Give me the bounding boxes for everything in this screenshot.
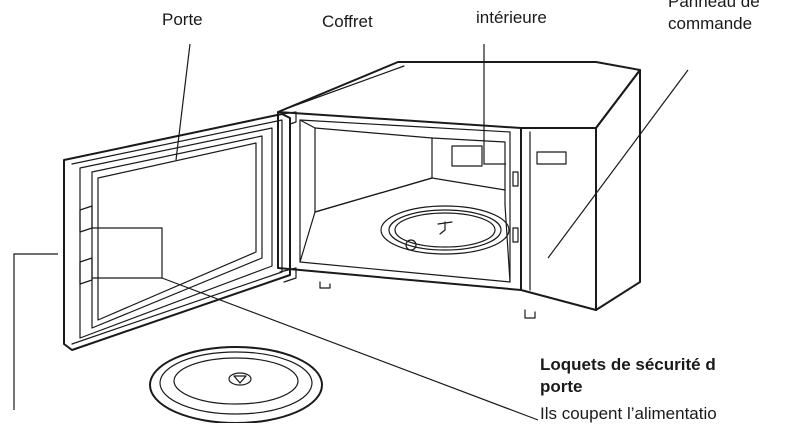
- turntable-tray-icon: [149, 346, 323, 423]
- leader-lines: [13, 43, 689, 421]
- door-outline: [63, 111, 297, 351]
- interior-light-label: intérieure: [476, 8, 547, 27]
- door-label: Porte: [162, 10, 203, 29]
- oven-cavity: [299, 119, 567, 283]
- cavity-turntable: [380, 205, 510, 255]
- latches-title-line2: porte: [540, 377, 583, 396]
- cabinet-outline: [277, 61, 641, 319]
- cabinet-label: Coffret: [322, 12, 373, 31]
- latches-description: Ils coupent l’alimentatio: [540, 404, 717, 423]
- control-panel-label-line2: commande: [668, 14, 753, 33]
- control-panel-label-line1: Panneau de: [668, 0, 760, 11]
- latches-title-line1: Loquets de sécurité d: [540, 355, 716, 374]
